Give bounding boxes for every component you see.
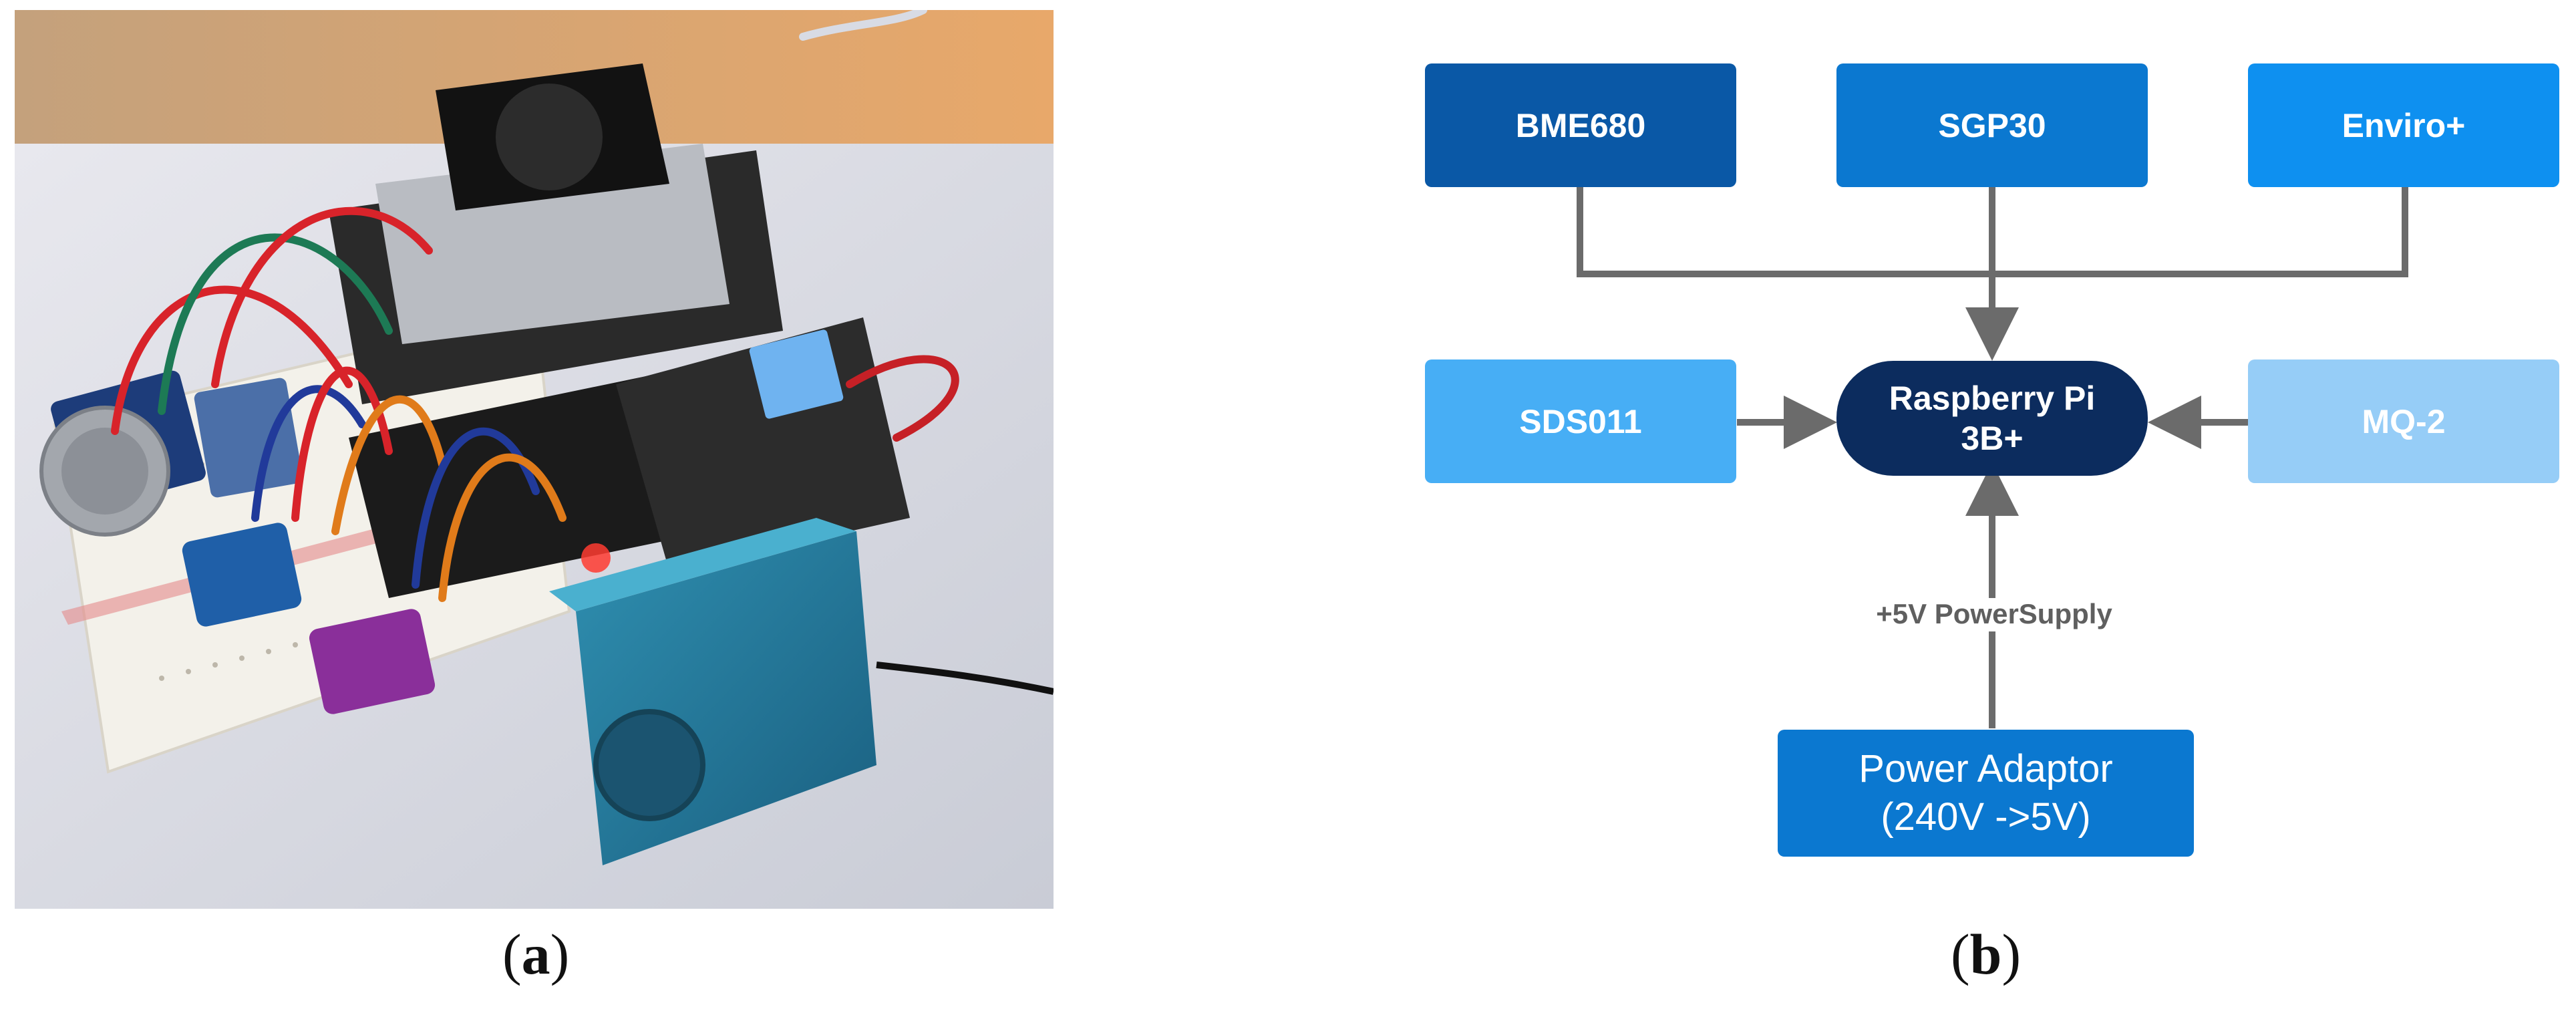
caption-b: (b) xyxy=(1951,922,2022,986)
node-sgp30-label: SGP30 xyxy=(1938,106,2046,144)
node-raspberry-pi: Raspberry Pi 3B+ xyxy=(1836,361,2148,476)
status-led xyxy=(581,543,611,573)
node-power-adaptor-label-line1: Power Adaptor xyxy=(1859,747,2113,790)
node-mq2: MQ-2 xyxy=(2248,359,2559,483)
gpio-extender xyxy=(194,378,303,498)
node-power-adaptor-label-line2: (240V ->5V) xyxy=(1881,795,2091,839)
node-power-adaptor: Power Adaptor (240V ->5V) xyxy=(1778,730,2194,857)
node-sds011-label: SDS011 xyxy=(1519,402,1642,440)
node-sgp30: SGP30 xyxy=(1836,63,2148,187)
edge-bme680-to-pi xyxy=(1577,187,1997,277)
node-raspberry-pi-label-line2: 3B+ xyxy=(1961,420,2024,457)
sgp30-board xyxy=(309,609,436,714)
wires xyxy=(111,10,959,602)
node-mq2-label: MQ-2 xyxy=(2362,402,2446,440)
node-bme680: BME680 xyxy=(1425,63,1736,187)
node-enviro-plus-label: Enviro+ xyxy=(2342,106,2466,144)
caption-a: (a) xyxy=(502,922,570,986)
edge-label-power-supply: +5V PowerSupply xyxy=(1876,598,2112,629)
node-raspberry-pi-label-line1: Raspberry Pi xyxy=(1889,380,2096,417)
edge-enviro-to-pi xyxy=(1997,187,2408,277)
node-bme680-label: BME680 xyxy=(1515,106,1646,144)
caption-a-letter: a xyxy=(521,922,550,986)
node-raspberry-pi-text: Raspberry Pi 3B+ xyxy=(1889,378,2095,458)
mq2-sensor xyxy=(39,370,206,537)
node-power-adaptor-text: Power Adaptor (240V ->5V) xyxy=(1859,745,2112,841)
caption-b-letter: b xyxy=(1969,922,2002,986)
enviro-plus-board xyxy=(616,317,910,571)
sds011-sensor xyxy=(549,518,1054,865)
hardware-photo xyxy=(15,10,1054,909)
node-sds011: SDS011 xyxy=(1425,359,1736,483)
bme680-board xyxy=(182,523,302,627)
node-enviro-plus: Enviro+ xyxy=(2248,63,2559,187)
